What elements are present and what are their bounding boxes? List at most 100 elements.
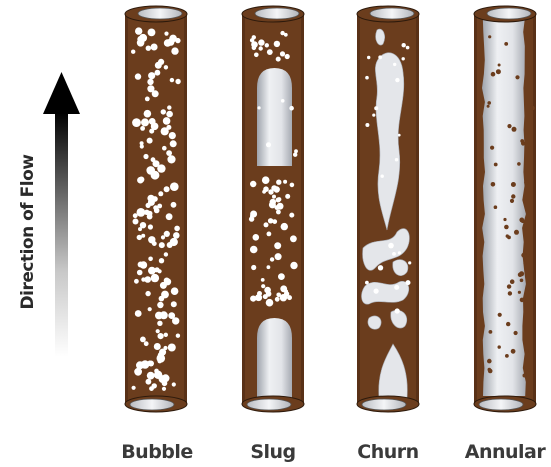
gas-bubble	[496, 69, 501, 74]
gas-bubble	[166, 213, 173, 220]
gas-bubble	[137, 270, 143, 276]
gas-bubble	[147, 138, 153, 144]
gas-bubble	[505, 354, 509, 358]
pipe-edge-right	[301, 14, 304, 404]
gas-bubble	[277, 203, 284, 210]
gas-bubble	[261, 278, 265, 282]
annular-label: Annular	[465, 441, 547, 463]
gas-bubble	[137, 235, 142, 240]
gas-bubble	[506, 234, 509, 237]
gas-bubble	[153, 160, 160, 167]
pipe-edge-right	[184, 14, 187, 404]
gas-bubble	[511, 349, 516, 354]
gas-bubble	[406, 280, 411, 285]
pipe-bottom-opening	[362, 399, 406, 410]
gas-bubble	[140, 337, 146, 343]
gas-bubble	[168, 312, 175, 319]
flow-direction-arrow	[43, 72, 80, 357]
slug-pipe	[242, 6, 304, 412]
gas-bubble	[171, 301, 177, 307]
gas-bubble	[164, 252, 168, 256]
gas-bubble	[138, 177, 144, 183]
gas-bubble	[170, 140, 177, 147]
gas-bubble	[159, 296, 165, 302]
gas-bubble	[521, 219, 525, 223]
pipe-top-opening	[370, 8, 414, 19]
gas-bubble	[169, 132, 176, 139]
gas-bubble	[138, 227, 142, 231]
gas-bubble	[374, 289, 379, 294]
gas-bubble	[365, 76, 369, 80]
gas-bubble	[402, 43, 406, 47]
gas-bubble	[284, 33, 288, 37]
gas-bubble	[169, 35, 177, 43]
gas-bubble	[259, 46, 263, 50]
gas-bubble	[158, 59, 164, 65]
gas-bubble	[146, 203, 151, 208]
gas-bubble	[293, 153, 297, 157]
gas-bubble	[281, 99, 285, 103]
gas-bubble	[487, 105, 490, 108]
gas-bubble	[146, 379, 152, 385]
gas-bubble	[170, 182, 179, 191]
gas-bubble	[274, 41, 280, 47]
bubble-label: Bubble	[121, 441, 193, 463]
gas-bubble	[276, 198, 281, 203]
gas-bubble	[251, 265, 256, 270]
arrow-shaft	[55, 112, 68, 357]
gas-bubble	[365, 281, 369, 285]
gas-bubble	[275, 253, 282, 260]
gas-bubble	[170, 78, 174, 82]
gas-bubble	[504, 42, 508, 46]
gas-bubble	[283, 180, 287, 184]
gas-bubble	[250, 211, 257, 218]
gas-bubble	[172, 382, 176, 386]
gas-bubble	[494, 205, 498, 209]
pipe-top-opening	[138, 8, 182, 19]
gas-bubble	[151, 44, 158, 51]
pipe-bottom-opening	[130, 399, 174, 410]
gas-bubble	[272, 195, 276, 199]
gas-bubble	[274, 242, 281, 249]
gas-bubble	[145, 291, 150, 296]
gas-bubble	[280, 51, 285, 56]
gas-bubble	[143, 154, 148, 159]
gas-bubble	[528, 146, 531, 149]
gas-bubble	[524, 180, 528, 184]
gas-bubble	[511, 182, 516, 187]
taylor-bubble-lower	[257, 318, 292, 398]
gas-bubble	[164, 231, 170, 237]
gas-bubble	[148, 224, 153, 229]
gas-bubble	[503, 218, 506, 221]
gas-bubble	[167, 155, 175, 163]
gas-bubble	[135, 310, 142, 317]
gas-bubble	[170, 238, 178, 246]
gas-bubble	[398, 134, 401, 137]
gas-bubble	[285, 54, 290, 59]
gas-bubble	[498, 64, 501, 67]
gas-bubble	[374, 106, 378, 110]
gas-bubble	[135, 27, 142, 34]
gas-bubble	[154, 371, 162, 379]
gas-bubble	[267, 49, 273, 55]
gas-bubble	[270, 199, 276, 205]
gas-bubble	[372, 114, 375, 117]
gas-bubble	[395, 308, 400, 313]
gas-bubble	[251, 41, 258, 48]
gas-bubble	[514, 331, 518, 335]
gas-bubble	[515, 75, 519, 79]
gas-bubble	[488, 369, 493, 374]
gas-bubble	[159, 349, 166, 356]
gas-bubble	[132, 386, 136, 390]
gas-bubble	[367, 56, 370, 59]
gas-bubble	[250, 246, 258, 254]
gas-bubble	[161, 109, 166, 114]
gas-bubble	[157, 321, 162, 326]
gas-bubble	[395, 158, 398, 161]
gas-bubble	[148, 72, 155, 79]
gas-bubble	[137, 36, 144, 43]
gas-bubble	[285, 194, 290, 199]
gas-bubble	[284, 291, 289, 296]
gas-bubble	[520, 298, 525, 303]
gas-bubble	[258, 106, 261, 109]
